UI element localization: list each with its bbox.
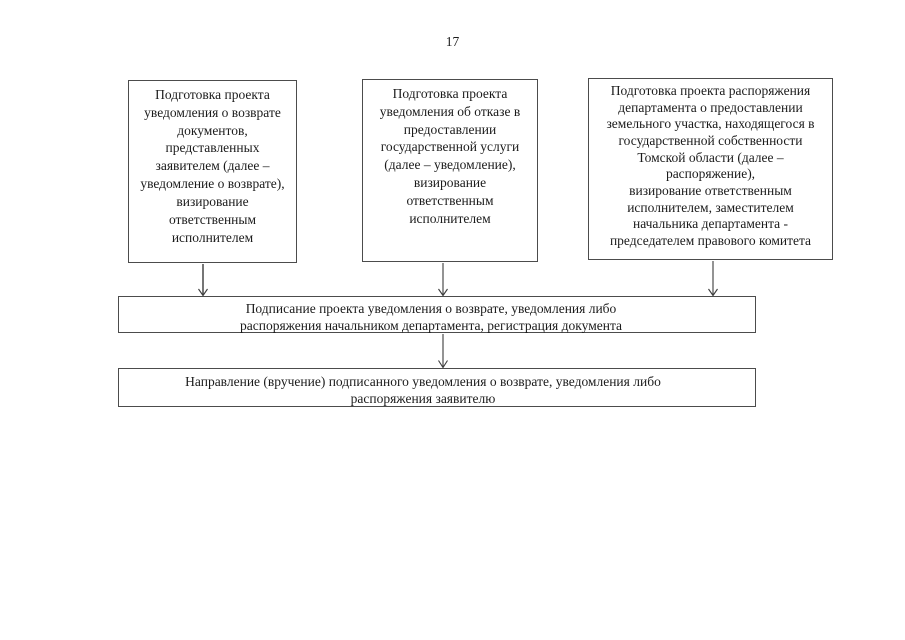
connector-arrow-refusal-to-signing: [438, 263, 448, 297]
connector-arrow-return-to-signing: [198, 264, 208, 297]
connector-arrow-signing-to-delivery: [438, 334, 448, 369]
flow-box-delivery-text: Направление (вручение) подписанного увед…: [185, 374, 661, 406]
flow-box-return-notice-text: Подготовка проекта уведомления о возврат…: [140, 87, 285, 245]
flow-box-signing: Подписание проекта уведомления о возврат…: [118, 296, 756, 333]
flow-box-return-notice: Подготовка проекта уведомления о возврат…: [128, 80, 297, 263]
flow-box-order-text: Подготовка проекта распоряжения департам…: [606, 83, 815, 249]
flow-box-refusal-notice: Подготовка проекта уведомления об отказе…: [362, 79, 538, 262]
connector-arrow-order-to-signing: [708, 261, 718, 297]
flow-box-refusal-notice-text: Подготовка проекта уведомления об отказе…: [379, 86, 521, 226]
flow-box-signing-text: Подписание проекта уведомления о возврат…: [239, 301, 623, 333]
flow-box-delivery: Направление (вручение) подписанного увед…: [118, 368, 756, 407]
flow-box-order: Подготовка проекта распоряжения департам…: [588, 78, 833, 260]
page-number: 17: [445, 34, 460, 49]
